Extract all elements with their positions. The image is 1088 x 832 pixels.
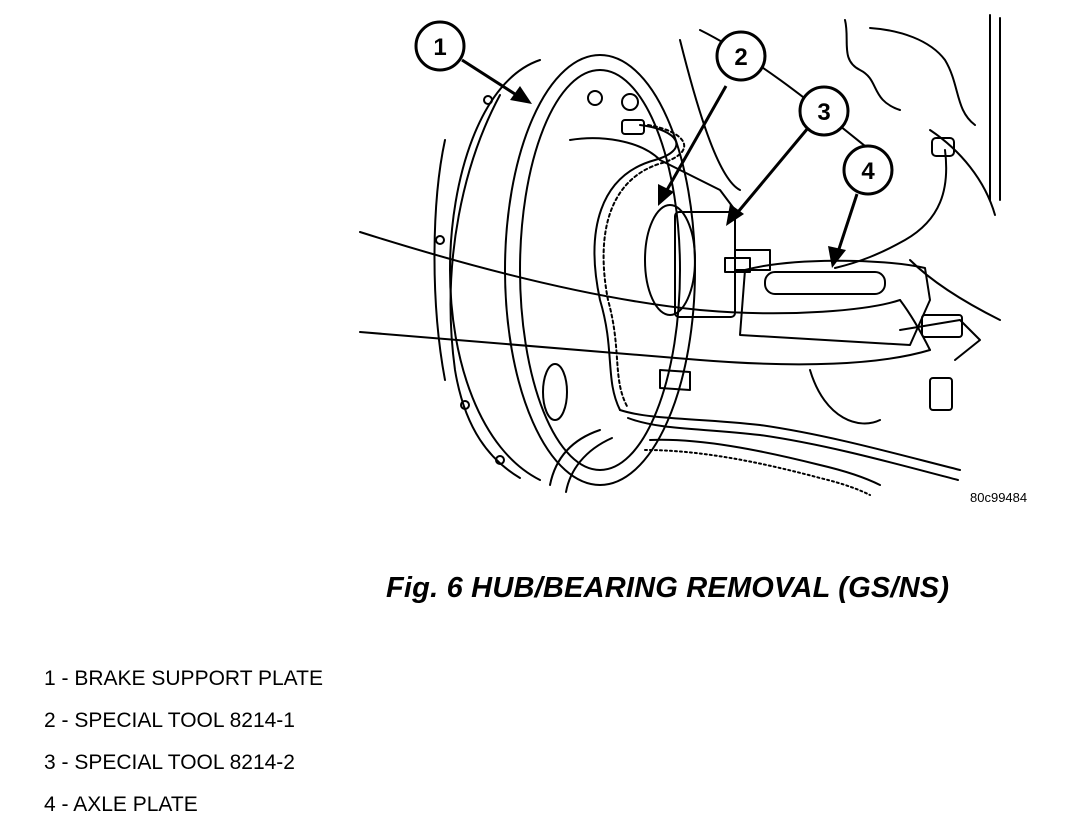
- legend-number: 4: [44, 793, 56, 816]
- callout-3-circle: [798, 85, 850, 137]
- legend-number: 1: [44, 667, 56, 690]
- brake-hose-drawing: [549, 124, 961, 496]
- callout-1-number: 1: [433, 34, 446, 61]
- legend-item: 2 - SPECIAL TOOL 8214-1: [44, 706, 323, 748]
- figure-caption: Fig. 6 HUB/BEARING REMOVAL (GS/NS): [386, 572, 950, 604]
- figure-code: 80c99484: [970, 490, 1028, 505]
- legend-list: 1 - BRAKE SUPPORT PLATE 2 - SPECIAL TOOL…: [44, 664, 323, 832]
- legend-item: 3 - SPECIAL TOOL 8214-2: [44, 748, 323, 790]
- legend-separator: -: [55, 793, 74, 816]
- callout-4-number: 4: [861, 158, 875, 185]
- hub-bearing-removal-illustration: 1 2 3 4: [359, 14, 1001, 496]
- legend-number: 3: [44, 751, 56, 774]
- control-arm-drawing: [359, 231, 953, 425]
- callout-1-arrow: [461, 58, 532, 104]
- callout-1-circle: [414, 20, 466, 72]
- legend-separator: -: [55, 709, 75, 732]
- callout-3-number: 3: [817, 99, 830, 126]
- special-tool-drawing: [569, 137, 771, 318]
- legend-label: AXLE PLATE: [73, 793, 198, 816]
- legend-separator: -: [55, 751, 75, 774]
- legend-label: BRAKE SUPPORT PLATE: [74, 667, 323, 690]
- legend-label: SPECIAL TOOL 8214-1: [74, 709, 295, 732]
- legend-number: 2: [44, 709, 56, 732]
- legend-label: SPECIAL TOOL 8214-2: [74, 751, 295, 774]
- axle-plate-drawing: [739, 259, 981, 361]
- legend-separator: -: [55, 667, 75, 690]
- callout-4-circle: [842, 144, 894, 196]
- callout-2-arrow: [658, 85, 728, 206]
- callout-2-circle: [715, 30, 767, 82]
- legend-item: 4 - AXLE PLATE: [44, 790, 323, 832]
- callout-4-arrow: [828, 193, 859, 268]
- callout-3-arrow: [726, 127, 810, 226]
- callout-2-number: 2: [734, 44, 747, 71]
- brake-support-plate-drawing: [433, 54, 696, 486]
- legend-item: 1 - BRAKE SUPPORT PLATE: [44, 664, 323, 706]
